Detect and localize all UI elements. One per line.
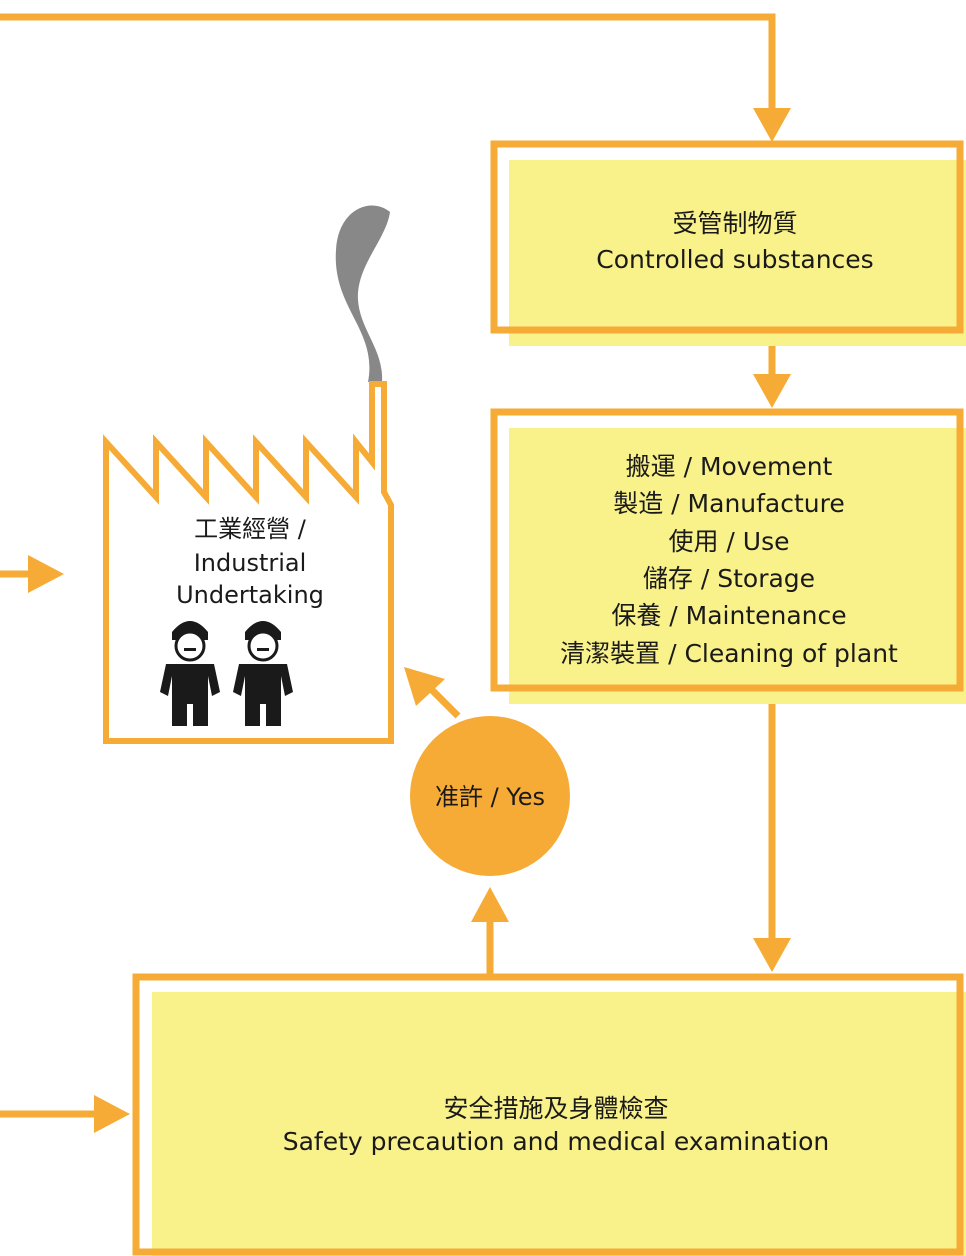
connectors <box>0 13 776 1118</box>
activity-item: 製造 / Manufacture <box>613 489 845 518</box>
arrow-down-icon <box>753 374 791 408</box>
arrow-up-icon <box>471 887 509 922</box>
smoke-icon <box>335 205 390 382</box>
approval-label: 准許 / Yes <box>435 783 545 811</box>
factory-label-line: Industrial <box>194 549 307 577</box>
activity-item: 保養 / Maintenance <box>611 601 846 630</box>
arrow-right-icon <box>94 1095 130 1133</box>
safety-label-en: Safety precaution and medical examinatio… <box>283 1127 830 1156</box>
controlled-substances-box: 受管制物質 Controlled substances <box>490 140 966 346</box>
worker-icon <box>160 621 220 726</box>
box-border <box>132 973 964 1256</box>
arrowheads <box>28 108 791 1133</box>
worker-icon <box>233 621 293 726</box>
activity-item: 搬運 / Movement <box>626 452 833 481</box>
factory-label-line: Undertaking <box>176 581 324 609</box>
activity-item: 清潔裝置 / Cleaning of plant <box>560 639 898 668</box>
activity-item: 儲存 / Storage <box>643 564 815 593</box>
box-border <box>490 408 964 692</box>
arrow-up-left-icon <box>404 667 445 706</box>
arrow-down-icon <box>753 108 791 142</box>
controlled-substances-en: Controlled substances <box>596 245 873 274</box>
box-border <box>490 140 964 334</box>
arrow-down-icon <box>753 938 791 972</box>
safety-box: 安全措施及身體檢查 Safety precaution and medical … <box>132 973 966 1256</box>
factory-label-line: 工業經營 / <box>194 515 307 543</box>
safety-label-zh: 安全措施及身體檢查 <box>443 1094 668 1123</box>
factory-icon: 工業經營 / Industrial Undertaking <box>103 205 394 744</box>
activities-box: 搬運 / Movement 製造 / Manufacture 使用 / Use … <box>490 408 966 704</box>
approval-circle <box>410 716 570 876</box>
controlled-substances-zh: 受管制物質 <box>672 209 797 238</box>
top-connector-line <box>0 13 776 112</box>
factory-outline <box>103 381 394 744</box>
arrow-right-icon <box>28 555 64 593</box>
approval-yes-node: 准許 / Yes <box>410 716 570 876</box>
box-shadow-fill <box>509 160 966 346</box>
yes-to-factory-line <box>429 687 461 719</box>
activity-item: 使用 / Use <box>668 527 789 556</box>
box-shadow-fill <box>152 992 966 1256</box>
box-shadow-fill <box>509 428 966 704</box>
